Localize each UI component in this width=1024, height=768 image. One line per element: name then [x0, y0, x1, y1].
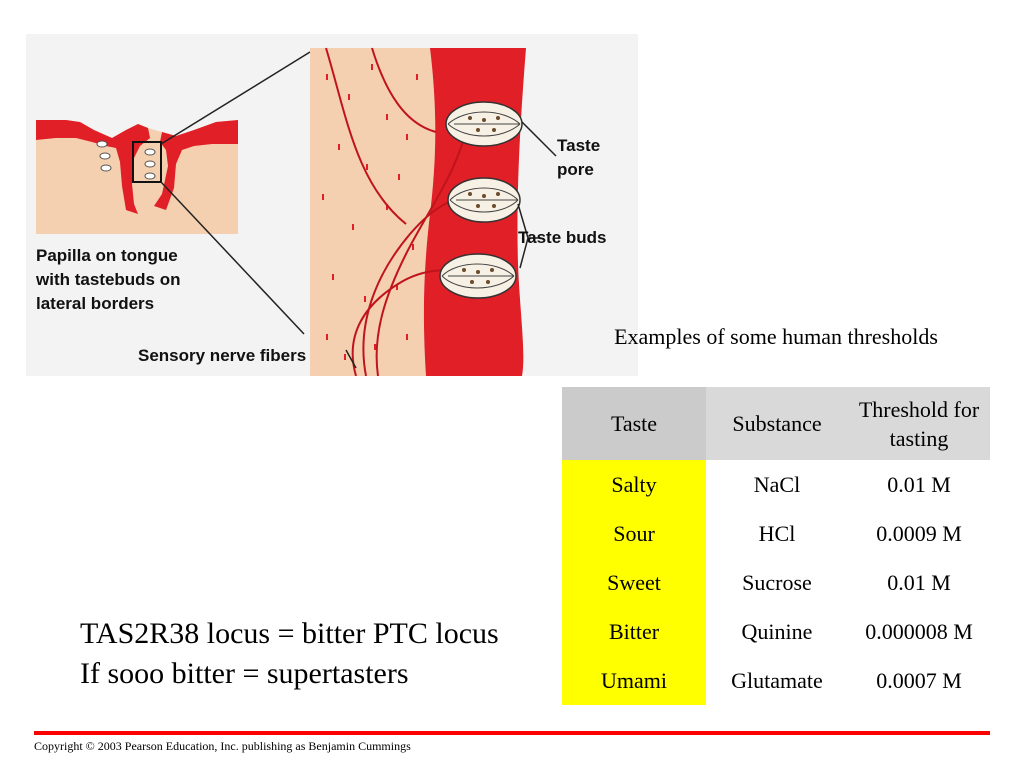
papilla-drawing [36, 120, 238, 234]
table-row: Umami Glutamate 0.0007 M [562, 656, 990, 705]
taste-cell: Sour [562, 509, 706, 558]
taste-cell: Sweet [562, 558, 706, 607]
taste-bud-middle [447, 177, 521, 223]
footer-divider [34, 731, 990, 735]
taste-buds-label: Taste buds [518, 228, 607, 247]
table-row: Sour HCl 0.0009 M [562, 509, 990, 558]
taste-bud-bottom [439, 253, 517, 299]
statement-line-2: If sooo bitter = supertasters [80, 657, 409, 690]
statement-line-1: TAS2R38 locus = bitter PTC locus [80, 617, 499, 650]
copyright-notice: Copyright © 2003 Pearson Education, Inc.… [34, 739, 411, 753]
taste-pore-label: Taste pore [557, 136, 601, 179]
substance-cell: NaCl [753, 472, 801, 497]
substance-cell: HCl [758, 521, 796, 546]
table-row: Sweet Sucrose 0.01 M [562, 558, 990, 607]
taste-cell: Bitter [562, 607, 706, 656]
table-caption: Examples of some human thresholds [614, 324, 938, 349]
table-row: Bitter Quinine 0.000008 M [562, 607, 990, 656]
threshold-cell: 0.01 M [887, 472, 951, 497]
tas2r38-statement: TAS2R38 locus = bitter PTC locus If sooo… [80, 614, 499, 694]
threshold-cell: 0.0007 M [876, 668, 962, 693]
threshold-table: Taste Substance Threshold for tasting Sa… [562, 387, 990, 705]
substance-cell: Glutamate [731, 668, 823, 693]
header-threshold: Threshold for tasting [848, 387, 990, 460]
taste-cell: Salty [562, 460, 706, 509]
tongue-taste-bud-illustration: Taste pore Taste buds Papilla on tongue … [26, 34, 638, 376]
substance-cell: Quinine [741, 619, 813, 644]
table-row: Salty NaCl 0.01 M [562, 460, 990, 509]
sensory-nerve-fibers-label: Sensory nerve fibers [138, 346, 307, 365]
table-header-row: Taste Substance Threshold for tasting [562, 387, 990, 460]
taste-bud-diagram [36, 47, 557, 376]
substance-cell: Sucrose [742, 570, 812, 595]
taste-cell: Umami [562, 656, 706, 705]
threshold-cell: 0.000008 M [865, 619, 973, 644]
header-substance: Substance [706, 387, 848, 460]
papilla-label: Papilla on tongue with tastebuds on late… [36, 246, 181, 313]
threshold-cell: 0.0009 M [876, 521, 962, 546]
threshold-cell: 0.01 M [887, 570, 951, 595]
enlarged-section [310, 47, 526, 376]
header-taste: Taste [562, 387, 706, 460]
taste-bud-top [445, 101, 523, 147]
